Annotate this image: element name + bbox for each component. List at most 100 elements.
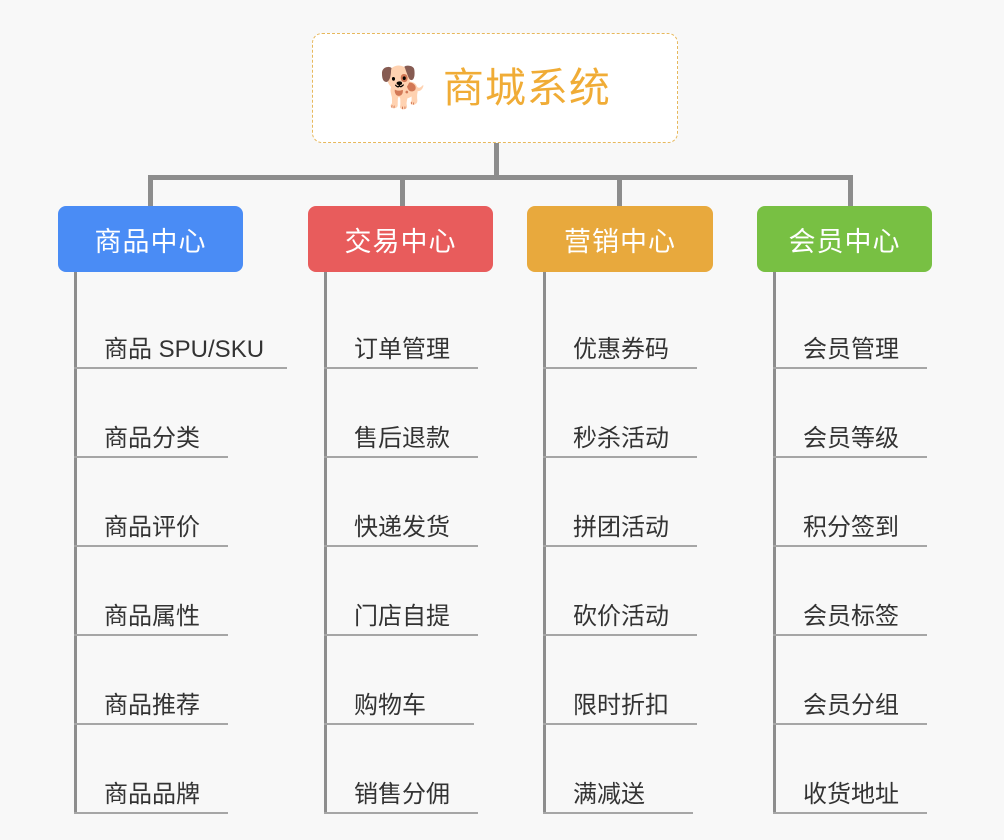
leaf-item-rule — [773, 545, 927, 547]
leaf-item[interactable]: 门店自提 — [308, 547, 493, 636]
branch-header-label: 营销中心 — [564, 226, 676, 257]
leaf-item[interactable]: 会员等级 — [757, 369, 932, 458]
leaf-item[interactable]: 订单管理 — [308, 280, 493, 369]
leaf-item-rule — [74, 456, 228, 458]
leaf-item-rule — [324, 723, 474, 725]
leaf-item[interactable]: 会员分组 — [757, 636, 932, 725]
leaf-item-rule — [74, 545, 228, 547]
leaf-item[interactable]: 满减送 — [527, 725, 713, 814]
leaf-item-rule — [74, 367, 287, 369]
branch-header-label: 会员中心 — [788, 226, 901, 257]
leaf-item[interactable]: 快递发货 — [308, 458, 493, 547]
leaf-item-label: 商品评价 — [104, 513, 200, 541]
leaf-item-label: 商品属性 — [104, 602, 200, 630]
leaf-item[interactable]: 砍价活动 — [527, 547, 713, 636]
leaf-item-label: 秒杀活动 — [573, 424, 669, 452]
leaf-item[interactable]: 秒杀活动 — [527, 369, 713, 458]
leaf-item[interactable]: 限时折扣 — [527, 636, 713, 725]
leaf-item-label: 快递发货 — [354, 513, 450, 541]
leaf-item-rule — [543, 545, 697, 547]
leaf-item-rule — [773, 456, 927, 458]
leaf-item-label: 拼团活动 — [573, 513, 669, 541]
leaf-item-label: 购物车 — [354, 691, 426, 719]
leaf-list-trade-center: 订单管理 售后退款 快递发货 门店自提 购物车 销售分佣 — [308, 272, 493, 814]
leaf-item-rule — [543, 367, 697, 369]
branch-marketing-center: 营销中心 优惠券码 秒杀活动 拼团活动 砍价活动 限时折扣 — [527, 206, 713, 814]
branch-trade-center: 交易中心 订单管理 售后退款 快递发货 门店自提 购物车 — [308, 206, 493, 814]
branch-spine — [324, 272, 327, 814]
leaf-item[interactable]: 积分签到 — [757, 458, 932, 547]
root-node[interactable]: 🐕 商城系统 — [312, 33, 678, 143]
leaf-item[interactable]: 商品属性 — [58, 547, 287, 636]
leaf-item-label: 门店自提 — [354, 602, 450, 630]
leaf-item[interactable]: 商品品牌 — [58, 725, 287, 814]
leaf-item-label: 订单管理 — [354, 335, 450, 363]
branch-header-member-center[interactable]: 会员中心 — [757, 206, 932, 272]
leaf-item-rule — [543, 812, 693, 814]
leaf-list-marketing-center: 优惠券码 秒杀活动 拼团活动 砍价活动 限时折扣 满减送 — [527, 272, 713, 814]
leaf-item-label: 销售分佣 — [354, 780, 450, 808]
connector-drop-member-center — [848, 175, 853, 208]
leaf-item-rule — [324, 812, 478, 814]
leaf-item-rule — [74, 634, 228, 636]
leaf-list-member-center: 会员管理 会员等级 积分签到 会员标签 会员分组 收货地址 — [757, 272, 932, 814]
branch-header-label: 商品中心 — [94, 226, 207, 257]
leaf-item-label: 优惠券码 — [573, 335, 669, 363]
leaf-item[interactable]: 商品 SPU/SKU — [58, 280, 287, 369]
connector-drop-trade-center — [400, 175, 405, 208]
leaf-item[interactable]: 商品分类 — [58, 369, 287, 458]
shiba-inu-dog-face-icon: 🐕 — [379, 66, 429, 110]
leaf-item[interactable]: 销售分佣 — [308, 725, 493, 814]
leaf-item-label: 会员管理 — [803, 335, 899, 363]
branch-member-center: 会员中心 会员管理 会员等级 积分签到 会员标签 会员分组 — [757, 206, 932, 814]
leaf-item[interactable]: 商品推荐 — [58, 636, 287, 725]
leaf-item-label: 商品推荐 — [104, 691, 200, 719]
leaf-item-rule — [773, 723, 927, 725]
leaf-item-label: 满减送 — [573, 780, 645, 808]
leaf-item[interactable]: 拼团活动 — [527, 458, 713, 547]
leaf-item-rule — [773, 634, 927, 636]
root-node-title: 商城系统 — [442, 64, 611, 111]
branch-header-product-center[interactable]: 商品中心 — [58, 206, 243, 272]
leaf-item-label: 会员标签 — [803, 602, 899, 630]
leaf-item-rule — [773, 812, 927, 814]
branch-product-center: 商品中心 商品 SPU/SKU 商品分类 商品评价 商品属性 商品推荐 — [58, 206, 287, 814]
leaf-item-label: 商品分类 — [104, 424, 200, 452]
connector-drop-marketing-center — [617, 175, 622, 208]
leaf-item-rule — [324, 634, 478, 636]
leaf-list-product-center: 商品 SPU/SKU 商品分类 商品评价 商品属性 商品推荐 商品品牌 — [58, 272, 287, 814]
leaf-item-rule — [543, 456, 697, 458]
connector-horizontal-bus — [148, 175, 853, 180]
leaf-item-label: 砍价活动 — [573, 602, 669, 630]
leaf-item[interactable]: 优惠券码 — [527, 280, 713, 369]
leaf-item-rule — [773, 367, 927, 369]
leaf-item-label: 限时折扣 — [573, 691, 669, 719]
branch-spine — [773, 272, 776, 814]
leaf-item-label: 会员分组 — [803, 691, 899, 719]
leaf-item-rule — [324, 367, 478, 369]
branch-spine — [543, 272, 546, 814]
leaf-item-label: 积分签到 — [803, 513, 899, 541]
leaf-item-rule — [324, 545, 478, 547]
leaf-item-rule — [74, 723, 228, 725]
leaf-item[interactable]: 购物车 — [308, 636, 493, 725]
leaf-item-label: 会员等级 — [803, 424, 899, 452]
connector-drop-product-center — [148, 175, 153, 208]
leaf-item-label: 收货地址 — [803, 780, 899, 808]
leaf-item-rule — [324, 456, 478, 458]
leaf-item-label: 售后退款 — [354, 424, 450, 452]
connector-root-stub — [494, 143, 499, 178]
leaf-item[interactable]: 收货地址 — [757, 725, 932, 814]
leaf-item[interactable]: 会员管理 — [757, 280, 932, 369]
leaf-item-rule — [74, 812, 228, 814]
leaf-item[interactable]: 售后退款 — [308, 369, 493, 458]
branch-header-label: 交易中心 — [344, 226, 457, 257]
leaf-item-rule — [543, 723, 697, 725]
branch-header-marketing-center[interactable]: 营销中心 — [527, 206, 713, 272]
leaf-item-label: 商品品牌 — [104, 780, 200, 808]
branch-header-trade-center[interactable]: 交易中心 — [308, 206, 493, 272]
leaf-item[interactable]: 商品评价 — [58, 458, 287, 547]
leaf-item-rule — [543, 634, 697, 636]
leaf-item[interactable]: 会员标签 — [757, 547, 932, 636]
